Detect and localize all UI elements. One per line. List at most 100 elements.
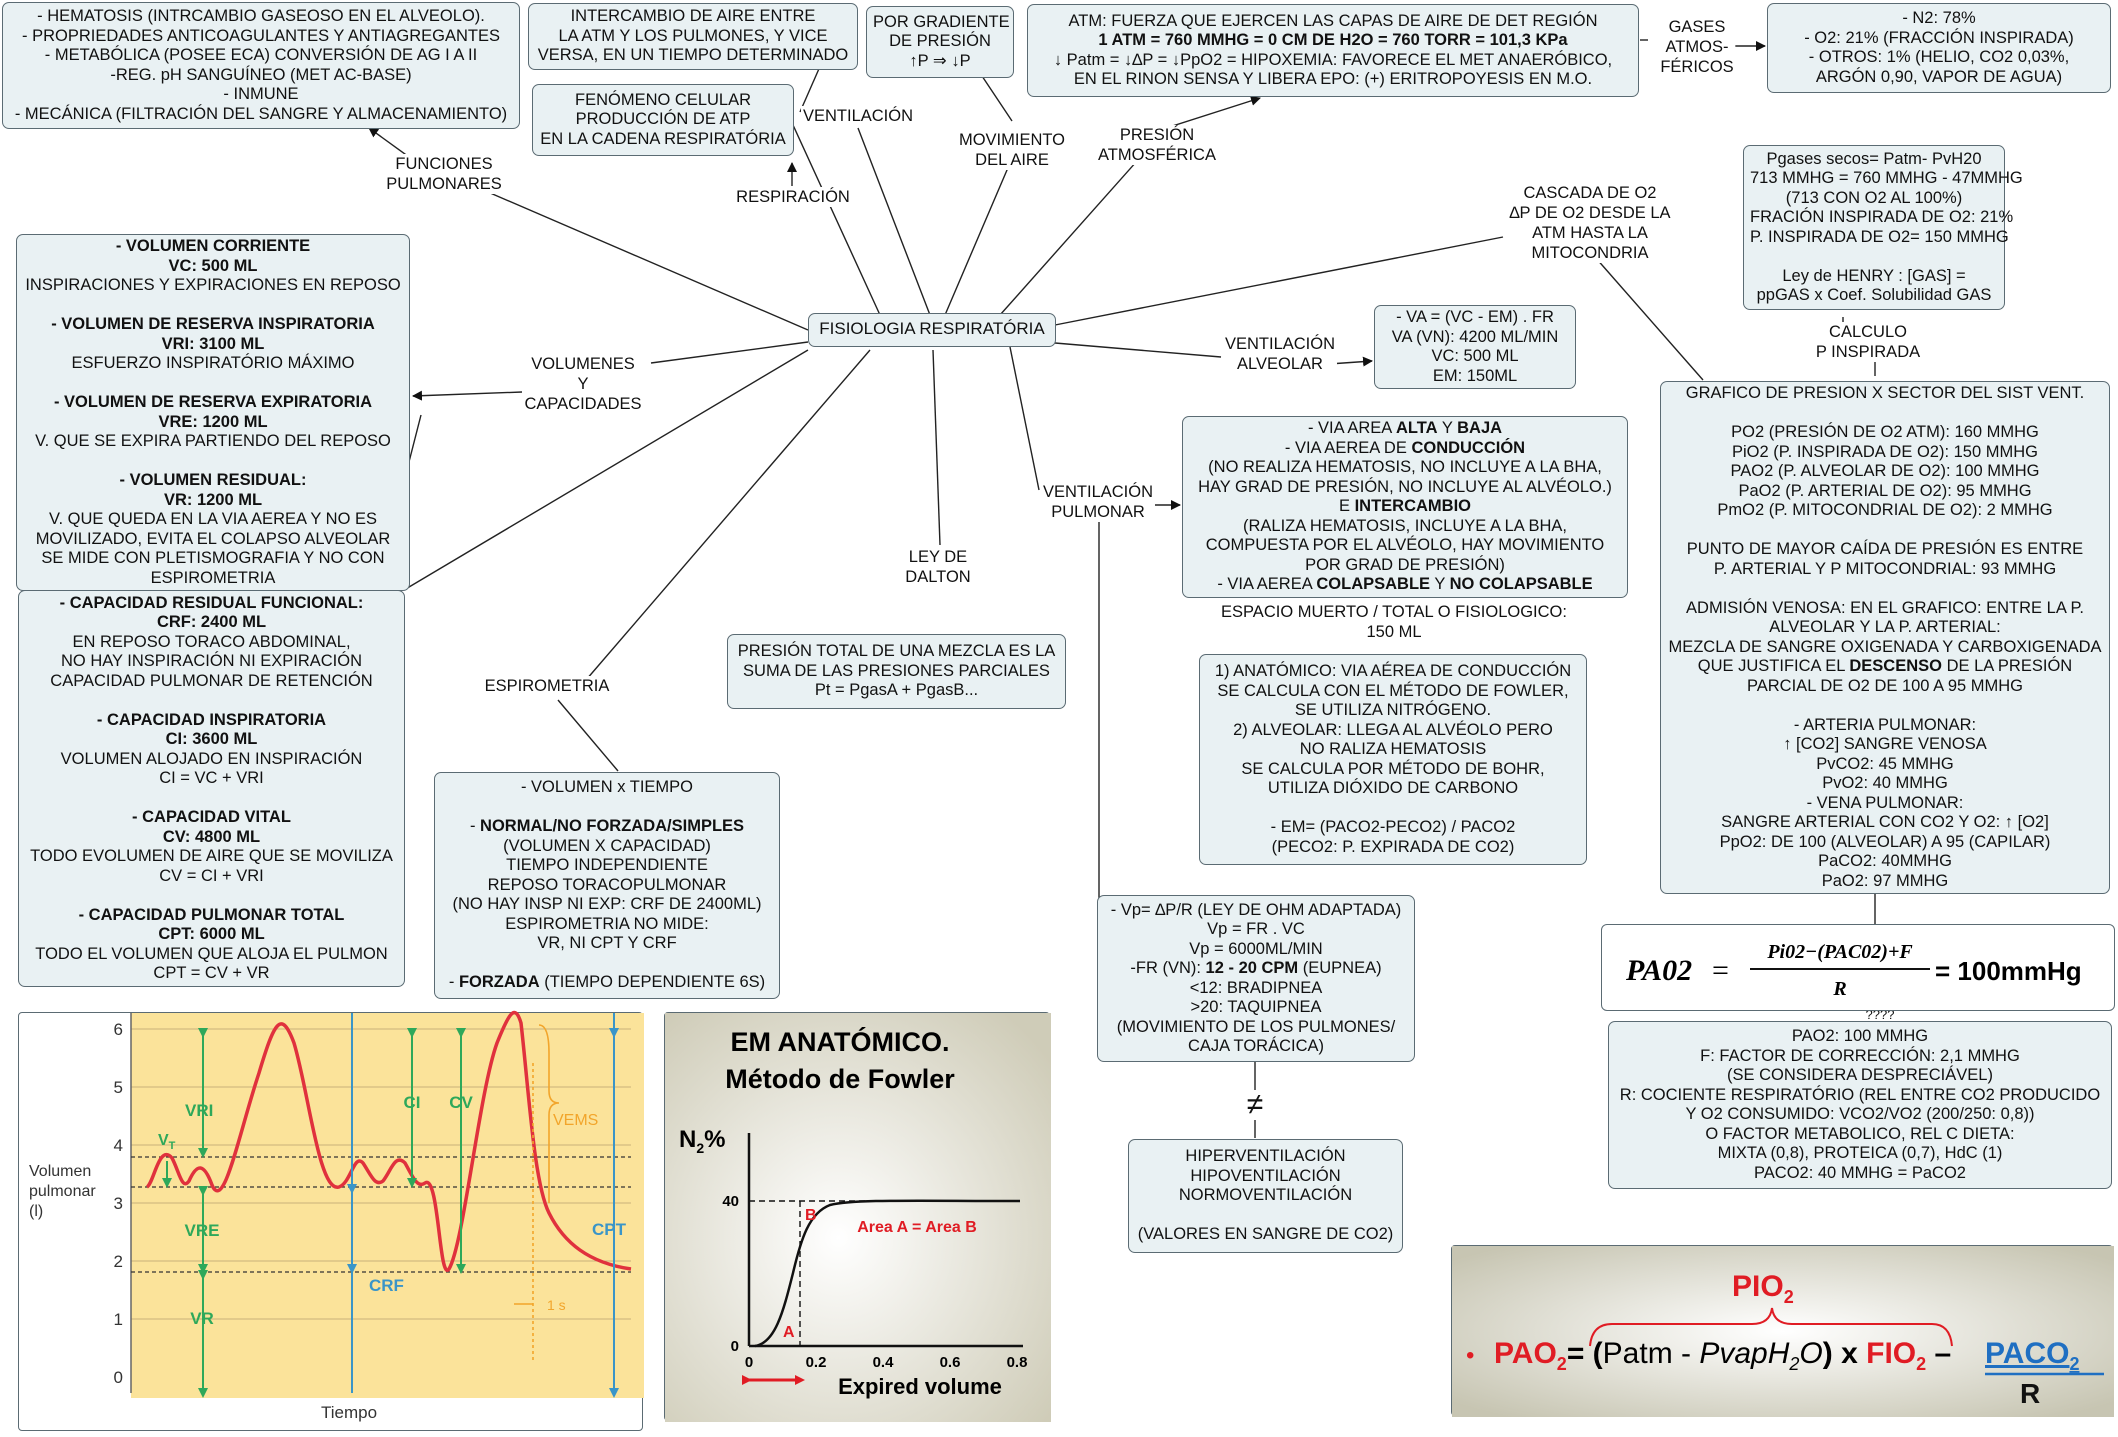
label-ventilacion-pulmonar: VENTILACIÓN PULMONAR — [1040, 482, 1156, 522]
text-line: TODO EVOLUMEN DE AIRE QUE SE MOVILIZA — [30, 847, 393, 865]
gases-box[interactable]: - N2: 78%- O2: 21% (FRACCIÓN INSPIRADA)-… — [1767, 3, 2111, 93]
text-line: PRODUCCIÓN DE ATP — [575, 110, 751, 129]
atm-box[interactable]: ATM: FUERZA QUE EJERCEN LAS CAPAS DE AIR… — [1027, 4, 1639, 97]
bullet: • — [1466, 1342, 1474, 1369]
text-line: -REG. pH SANGUÍNEO (MET AC-BASE) — [110, 65, 412, 84]
svg-text:2: 2 — [114, 1252, 123, 1271]
text-line: VRE: 1200 ML — [158, 412, 268, 431]
text-line: REPOSO TORACOPULMONAR — [487, 875, 727, 894]
formula-numerator: Pi02−(PAC02)+F — [1766, 941, 1913, 963]
text-line: GASES — [1668, 18, 1726, 36]
text-line: PiO2 (P. INSPIRADA DE O2): 150 MMHG — [1732, 442, 2038, 461]
text-line: ARGÓN 0,90, VAPOR DE AGUA) — [1815, 67, 2063, 86]
text-line: (NO HAY INSP NI EXP: CRF DE 2400ML) — [452, 895, 762, 914]
text-line: - VOLUMEN RESIDUAL: — [119, 471, 307, 489]
fowler-xtick: 0.4 — [873, 1354, 895, 1371]
text-line: - NORMAL/NO FORZADA/SIMPLES — [469, 817, 745, 836]
text-line: FRACIÓN INSPIRADA DE O2: 21% — [1750, 208, 2014, 226]
text-line: ↑P ⇒ ↓P — [909, 51, 971, 70]
text-line: MEZCLA DE SANGRE OXIGENADA Y CARBOXIGENA… — [1668, 637, 2102, 656]
espirometria-box[interactable]: - VOLUMEN x TIEMPO - NORMAL/NO FORZADA/SI… — [434, 772, 780, 999]
espacio-muerto-label: ESPACIO MUERTO / TOTAL O FISIOLOGICO:150… — [1219, 602, 1569, 642]
pao2-formula: PA02 = Pi02−(PAC02)+F R = 100mmHg — [1601, 924, 2115, 1011]
label-respiracion: RESPIRACIÓN — [734, 187, 852, 207]
text-line: - CAPACIDAD PULMONAR TOTAL — [78, 905, 345, 924]
svg-text:(l): (l) — [29, 1203, 43, 1220]
text-line: GRAFICO DE PRESION X SECTOR DEL SIST VEN… — [1685, 384, 2085, 402]
text-line: MOVIMIENTO — [958, 131, 1066, 149]
text-line: PAO2 (P. ALVEOLAR DE O2): 100 MMHG — [1730, 462, 2040, 480]
text-line: VOLUMEN ALOJADO EN INSPIRACIÓN — [60, 749, 363, 768]
capacidades-box[interactable]: - CAPACIDAD RESIDUAL FUNCIONAL:CRF: 2400… — [18, 590, 405, 987]
text-line: 150 ML — [1366, 623, 1422, 641]
text-line: - VOLUMEN DE RESERVA INSPIRATORIA — [51, 315, 375, 333]
text-line: R: COCIENTE RESPIRATÓRIO (REL ENTRE CO2 … — [1619, 1085, 2101, 1104]
text-line: PvCO2: 45 MMHG — [1816, 754, 1954, 773]
text-line: F: FACTOR DE CORRECCIÓN: 2,1 MMHG — [1700, 1046, 2020, 1065]
text-line: DE PRESIÓN — [889, 32, 991, 51]
text-line: P INSPIRADA — [1815, 343, 1921, 361]
text-line: PaO2 (P. ARTERIAL DE O2): 95 MMHG — [1738, 481, 2032, 500]
label-espirometria: ESPIROMETRIA — [482, 676, 612, 696]
text-line: VENTILACIÓN — [1042, 483, 1154, 501]
text-line: - VOLUMEN x TIEMPO — [520, 778, 694, 797]
text-line: DEL AIRE — [975, 151, 1049, 169]
text-line: O FACTOR METABOLICO, REL C DIETA: — [1705, 1124, 2015, 1143]
text-line: PO2 (PRESIÓN DE O2 ATM): 160 MMHG — [1731, 423, 2039, 441]
text-line: PULMONAR — [1051, 503, 1145, 521]
text-line: CAPACIDADES — [524, 395, 642, 413]
text-line — [25, 789, 398, 809]
funciones-box[interactable]: - HEMATOSIS (INTRCAMBIO GASEOSO EN EL AL… — [2, 2, 520, 129]
text-line: - PROPRIEDADES ANTICOAGULANTES Y ANTIAGR… — [21, 26, 500, 45]
text-line: VERSA, EN UN TIEMPO DETERMINADO — [537, 46, 849, 65]
text-line: VENTILACIÓN — [802, 107, 914, 125]
text-line — [1667, 521, 2103, 541]
center-topic[interactable]: FISIOLOGIA RESPIRATÓRIA — [808, 313, 1056, 347]
text-line: INTERCAMBIO DE AIRE ENTRE — [570, 7, 816, 26]
text-line: EN EL RINON SENSA Y LIBERA EPO: (+) ERIT… — [1073, 70, 1593, 88]
grafico-presion-box[interactable]: GRAFICO DE PRESION X SECTOR DEL SIST VEN… — [1660, 381, 2110, 894]
text-line: SE MIDE CON PLETISMOGRAFIA Y NO CON — [41, 549, 385, 567]
fowler-y-label: N2% — [679, 1126, 725, 1156]
text-line: PpO2: DE 100 (ALVEOLAR) A 95 (CAPILAR) — [1719, 832, 2051, 851]
formula-result: = 100mmHg — [1935, 956, 2082, 986]
text-line — [23, 374, 403, 394]
text-line: -FR (VN): 12 - 20 CPM (EUPNEA) — [1130, 959, 1382, 977]
text-line: PvO2: 40 MMHG — [1822, 774, 1948, 792]
text-line — [25, 691, 398, 711]
text-line: (RALIZA HEMATOSIS, INCLUYE A LA BHA, — [1243, 516, 1567, 535]
text-line: PaCO2: 40MMHG — [1818, 852, 1952, 870]
text-line: POR GRAD DE PRESIÓN) — [1305, 555, 1505, 574]
text-line: P. ARTERIAL Y P MITOCONDRIAL: 93 MMHG — [1713, 559, 2057, 578]
text-line: VC: 500 ML — [1431, 347, 1519, 365]
text-line: - O2: 21% (FRACCIÓN INSPIRADA) — [1804, 28, 2074, 47]
svg-text:PACO2: PACO2 — [1985, 1337, 2079, 1374]
ventilacion-pulmonar-box[interactable]: - Vp= ∆P/R (LEY DE OHM ADAPTADA)Vp = FR … — [1097, 895, 1415, 1062]
text-line: SE CALCULA POR MÉTODO DE BOHR, — [1241, 759, 1545, 778]
via-aerea-box[interactable]: - VIA AREA ALTA Y BAJA- VIA AEREA DE CON… — [1182, 416, 1628, 598]
label-ci: CI — [404, 1093, 421, 1112]
text-line: TIEMPO INDEPENDIENTE — [506, 856, 708, 875]
text-line: (SE CONSIDERA DESPRECIÁVEL) — [1727, 1066, 1993, 1084]
y-ticks: 6 5 4 3 2 1 0 — [114, 1020, 123, 1387]
text-line: (VOLUMEN X CAPACIDAD) — [503, 836, 711, 855]
fowler-point-a: A — [783, 1324, 795, 1341]
fio2-term: FIO — [1866, 1337, 1916, 1370]
text-line: (MOVIMIENTO DE LOS PULMONES/ — [1116, 1017, 1396, 1036]
text-line: ESPIROMETRIA — [150, 568, 276, 587]
text-line: VRI: 3100 ML — [161, 334, 265, 353]
text-line: - N2: 78% — [1902, 9, 1976, 27]
